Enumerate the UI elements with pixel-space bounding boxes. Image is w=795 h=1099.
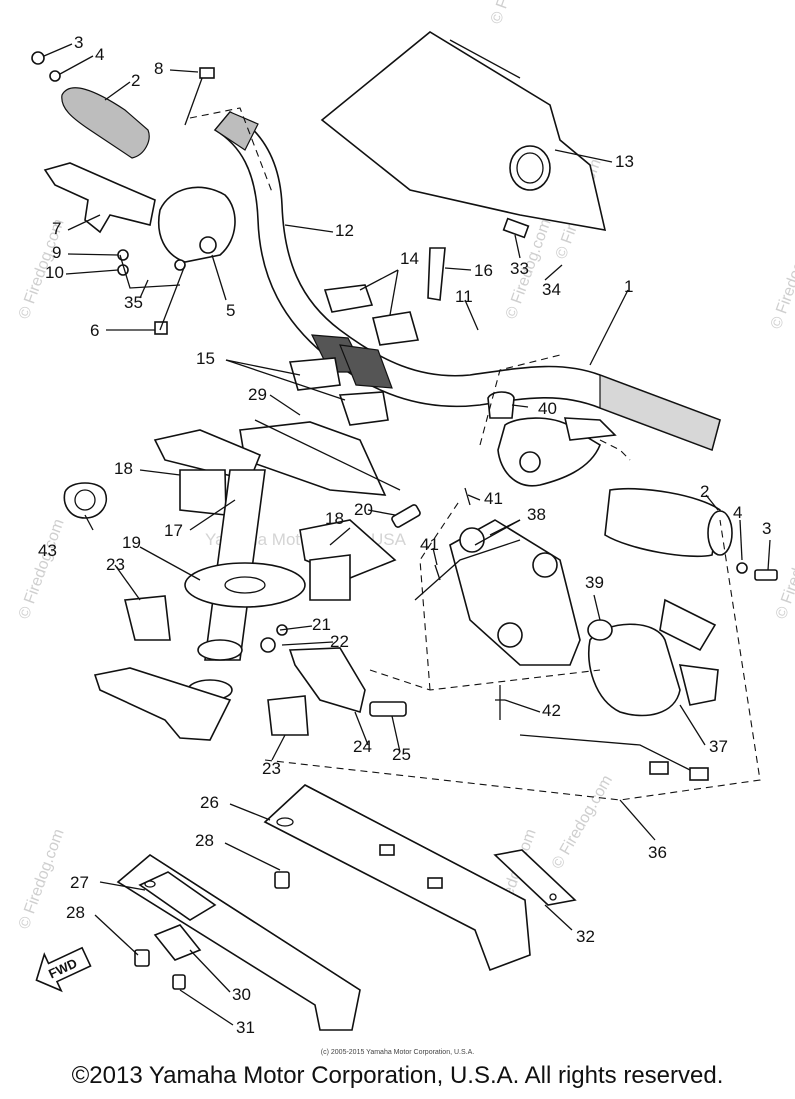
part-label-41-top: 41 (484, 489, 503, 508)
part-label-8: 8 (154, 59, 163, 78)
watermark-far-right-2: © Firedog.com (773, 517, 795, 622)
part-label-32: 32 (576, 927, 595, 946)
left-controls (31, 51, 273, 335)
part-label-19: 19 (122, 533, 141, 552)
part-label-28-top: 28 (195, 831, 214, 850)
fwd-arrow-icon: FWD (35, 946, 92, 993)
watermark-far-right: © Firedog.com (768, 227, 795, 332)
part-label-29: 29 (248, 385, 267, 404)
part-label-12: 12 (335, 221, 354, 240)
leader-lines (43, 43, 771, 1026)
right-controls (264, 354, 778, 801)
part-label-18-right: 18 (325, 509, 344, 528)
part-label-4-left: 4 (95, 45, 104, 64)
part-label-6: 6 (90, 321, 99, 340)
steering-column (63, 419, 421, 741)
part-label-40: 40 (538, 399, 557, 418)
part-label-2-left: 2 (131, 71, 140, 90)
part-label-9: 9 (52, 243, 61, 262)
part-label-22: 22 (330, 632, 349, 651)
part-label-20: 20 (354, 500, 373, 519)
part-label-41-mid: 41 (420, 535, 439, 554)
part-label-28-bottom: 28 (66, 903, 85, 922)
part-label-25: 25 (392, 745, 411, 764)
part-label-43: 43 (38, 541, 57, 560)
part-label-37: 37 (709, 737, 728, 756)
part-label-13: 13 (615, 152, 634, 171)
part-label-16: 16 (474, 261, 493, 280)
brackets (116, 784, 577, 1031)
handlebar (213, 110, 721, 452)
handlebar-cover (320, 31, 607, 239)
holders (288, 247, 446, 426)
part-label-24: 24 (353, 737, 372, 756)
part-label-11: 11 (455, 287, 473, 306)
part-label-14: 14 (400, 249, 419, 268)
part-label-18-left: 18 (114, 459, 133, 478)
part-label-21: 21 (312, 615, 331, 634)
watermark-low-center: © Firedog.com (549, 772, 616, 872)
part-label-5: 5 (226, 301, 235, 320)
part-label-27: 27 (70, 873, 89, 892)
part-labels: 3 4 2 8 7 9 10 35 5 6 12 13 14 16 33 34 … (38, 33, 771, 1037)
part-label-23-bottom: 23 (262, 759, 281, 778)
part-label-31: 31 (236, 1018, 255, 1037)
part-label-1: 1 (624, 277, 633, 296)
part-label-30: 30 (232, 985, 251, 1004)
copyright-footer: ©2013 Yamaha Motor Corporation, U.S.A. A… (71, 1062, 724, 1089)
watermark-low-left: © Firedog.com (16, 827, 68, 932)
small-copyright: (c) 2005-2015 Yamaha Motor Corporation, … (320, 1049, 475, 1056)
part-label-42: 42 (542, 701, 561, 720)
part-label-3-left: 3 (74, 33, 83, 52)
part-label-33: 33 (510, 259, 529, 278)
part-label-38: 38 (527, 505, 546, 524)
part-label-4-right: 4 (733, 503, 742, 522)
part-label-26: 26 (200, 793, 219, 812)
part-label-3-right: 3 (762, 519, 771, 538)
part-label-7: 7 (52, 219, 61, 238)
part-label-17: 17 (164, 521, 183, 540)
part-label-36: 36 (648, 843, 667, 862)
watermark-top-right: © Firedog.com (488, 0, 540, 26)
part-label-23-top: 23 (106, 555, 125, 574)
watermark-mid-left: © Firedog.com (16, 517, 68, 622)
part-label-10: 10 (45, 263, 64, 282)
part-label-34: 34 (542, 280, 561, 299)
part-label-35: 35 (124, 293, 143, 312)
part-label-39: 39 (585, 573, 604, 592)
part-label-15: 15 (196, 349, 215, 368)
part-label-2-right: 2 (700, 482, 709, 501)
